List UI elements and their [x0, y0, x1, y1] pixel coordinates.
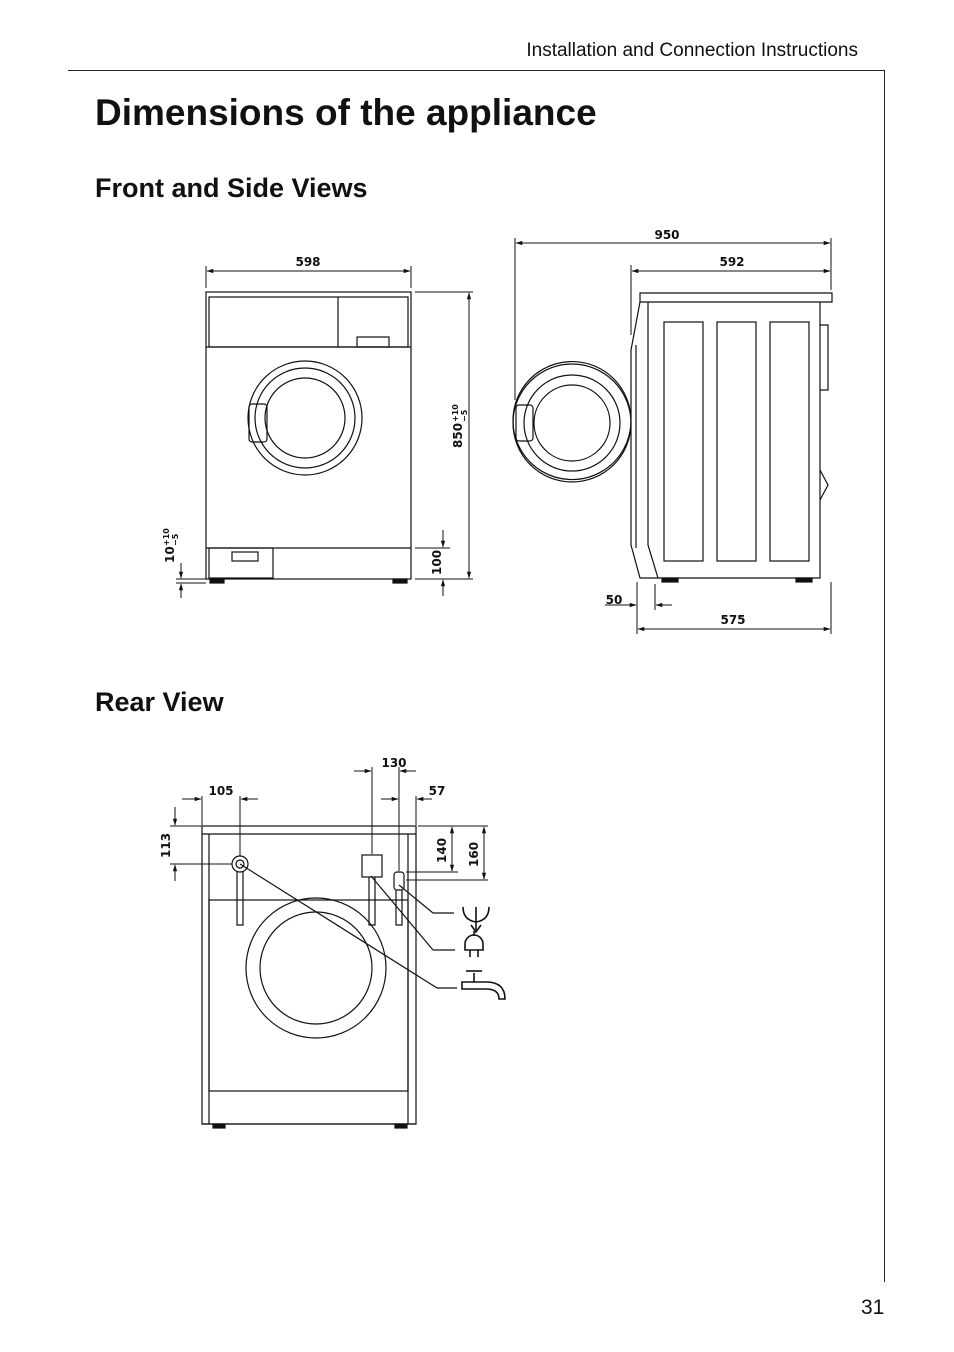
front-height-tolerance-plus: +10	[451, 404, 460, 422]
section-title-rear: Rear View	[95, 687, 224, 717]
rear-drain-top-label: 113	[159, 833, 173, 858]
rear-inlet-top-label: 140	[435, 838, 449, 863]
side-depth-door-open-label: 950	[654, 228, 679, 242]
front-view-drawing	[205, 291, 412, 584]
front-dimension-lines	[176, 266, 473, 598]
page-number: 31	[861, 1296, 885, 1319]
page-title: Dimensions of the appliance	[95, 92, 597, 133]
rear-view-drawing	[201, 825, 457, 1129]
feet-tolerance-minus: −5	[171, 533, 180, 546]
side-depth-base-label: 575	[720, 613, 745, 627]
side-view-drawing	[512, 292, 833, 583]
drain-hose-icon	[462, 906, 490, 934]
feet-height-label: 10	[163, 546, 177, 563]
plinth-height-label: 100	[430, 550, 444, 575]
side-dimension-lines	[514, 238, 832, 634]
plug-icon	[464, 931, 484, 957]
side-rule	[884, 70, 885, 1282]
front-height-label: 850	[451, 423, 465, 448]
header-rule	[68, 70, 885, 71]
door-offset-label: 50	[606, 593, 623, 607]
rear-dimension-lines	[170, 767, 488, 881]
front-height-tolerance-minus: −5	[460, 409, 469, 422]
running-head: Installation and Connection Instructions	[526, 40, 858, 61]
rear-drain-side-label: 105	[208, 784, 233, 798]
water-tap-icon	[461, 970, 506, 1000]
rear-inlet-total-label: 160	[467, 842, 481, 867]
rear-spacing-label: 130	[381, 756, 406, 770]
rear-inlet-side-label: 57	[429, 784, 446, 798]
feet-tolerance-plus: +10	[162, 528, 171, 546]
front-width-label: 598	[295, 255, 320, 269]
side-depth-top-label: 592	[719, 255, 744, 269]
section-title-front-side: Front and Side Views	[95, 173, 368, 203]
